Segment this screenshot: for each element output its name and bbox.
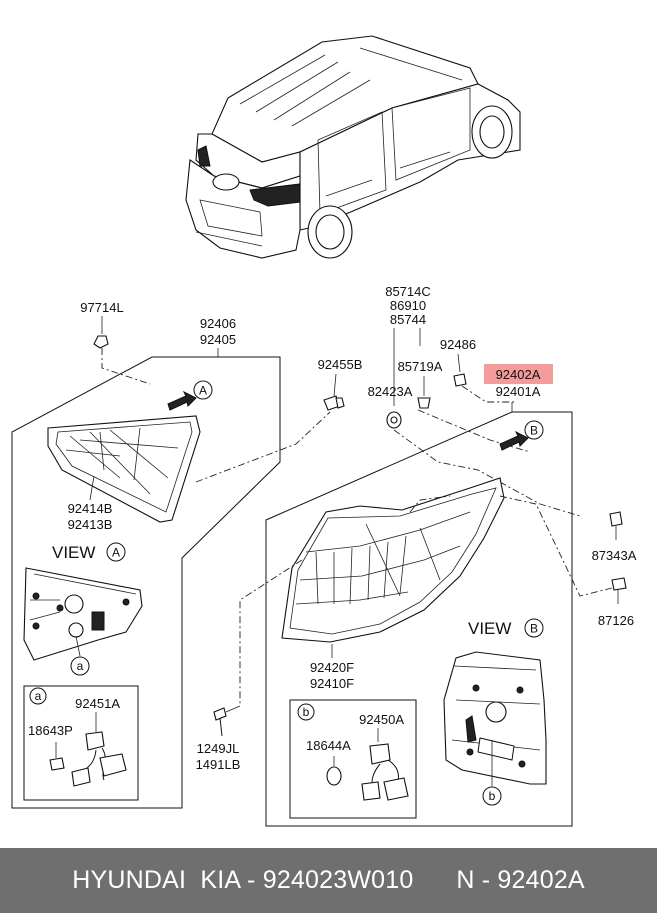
inner-lamp-group: A	[11, 348, 331, 809]
screw-1249JL: 1249JL 1491LB	[196, 705, 241, 772]
marker-b-callout: b	[489, 789, 496, 803]
kit-b-marker: b	[303, 705, 310, 719]
label-85719A: 85719A	[398, 359, 443, 374]
label-92420F: 92420F	[310, 660, 354, 675]
outer-lamp-group: B 87343A 87126 92420F 92410F	[239, 402, 637, 827]
label-92450A: 92450A	[359, 712, 404, 727]
label-1491LB: 1491LB	[196, 757, 241, 772]
label-92401A: 92401A	[496, 384, 541, 399]
label-85714C: 85714C	[385, 284, 431, 299]
label-87343A: 87343A	[592, 548, 637, 563]
footer-bar: HYUNDAI KIA - 924023W010 N - 92402A	[0, 848, 657, 913]
view-b-marker: B	[530, 622, 538, 636]
label-92410F: 92410F	[310, 676, 354, 691]
label-18644A: 18644A	[306, 738, 351, 753]
label-92414B: 92414B	[68, 501, 113, 516]
socket-kit-b-box: b 92450A 18644A	[289, 699, 417, 819]
label-92406: 92406	[200, 316, 236, 331]
label-82423A: 82423A	[368, 384, 413, 399]
view-B-panel: VIEW B b	[443, 618, 547, 806]
label-92455B: 92455B	[318, 357, 363, 372]
label-92486: 92486	[440, 337, 476, 352]
label-86910: 86910	[390, 298, 426, 313]
label-92405: 92405	[200, 332, 236, 347]
kit-a-marker: a	[35, 689, 42, 703]
center-fasteners: 92455B 85714C 86910 85744 85719A 82423A …	[318, 284, 581, 517]
view-A-panel: VIEW A a	[23, 542, 143, 676]
marker-A: A	[199, 384, 207, 398]
label-97714L: 97714L	[80, 300, 123, 315]
label-92402A: 92402A	[496, 367, 541, 382]
label-87126: 87126	[598, 613, 634, 628]
socket-kit-a-box: a 92451A 18643P	[23, 685, 139, 801]
view-a-marker: A	[112, 546, 120, 560]
screw-97714L	[93, 335, 109, 349]
label-92451A: 92451A	[75, 696, 120, 711]
view-a-title: VIEW	[52, 543, 95, 562]
vehicle-illustration	[185, 35, 521, 259]
label-92413B: 92413B	[68, 517, 113, 532]
view-b-title: VIEW	[468, 619, 511, 638]
footer-text: HYUNDAI KIA - 924023W010 N - 92402A	[72, 866, 585, 894]
label-85744: 85744	[390, 312, 426, 327]
marker-a-callout: a	[77, 659, 84, 673]
parts-diagram: A 97714L 92406 92405 92414B 92413B VIEW …	[11, 35, 637, 827]
marker-B: B	[530, 424, 538, 438]
label-1249JL: 1249JL	[197, 741, 240, 756]
highlight-92402A	[484, 364, 553, 384]
label-18643P: 18643P	[28, 723, 73, 738]
